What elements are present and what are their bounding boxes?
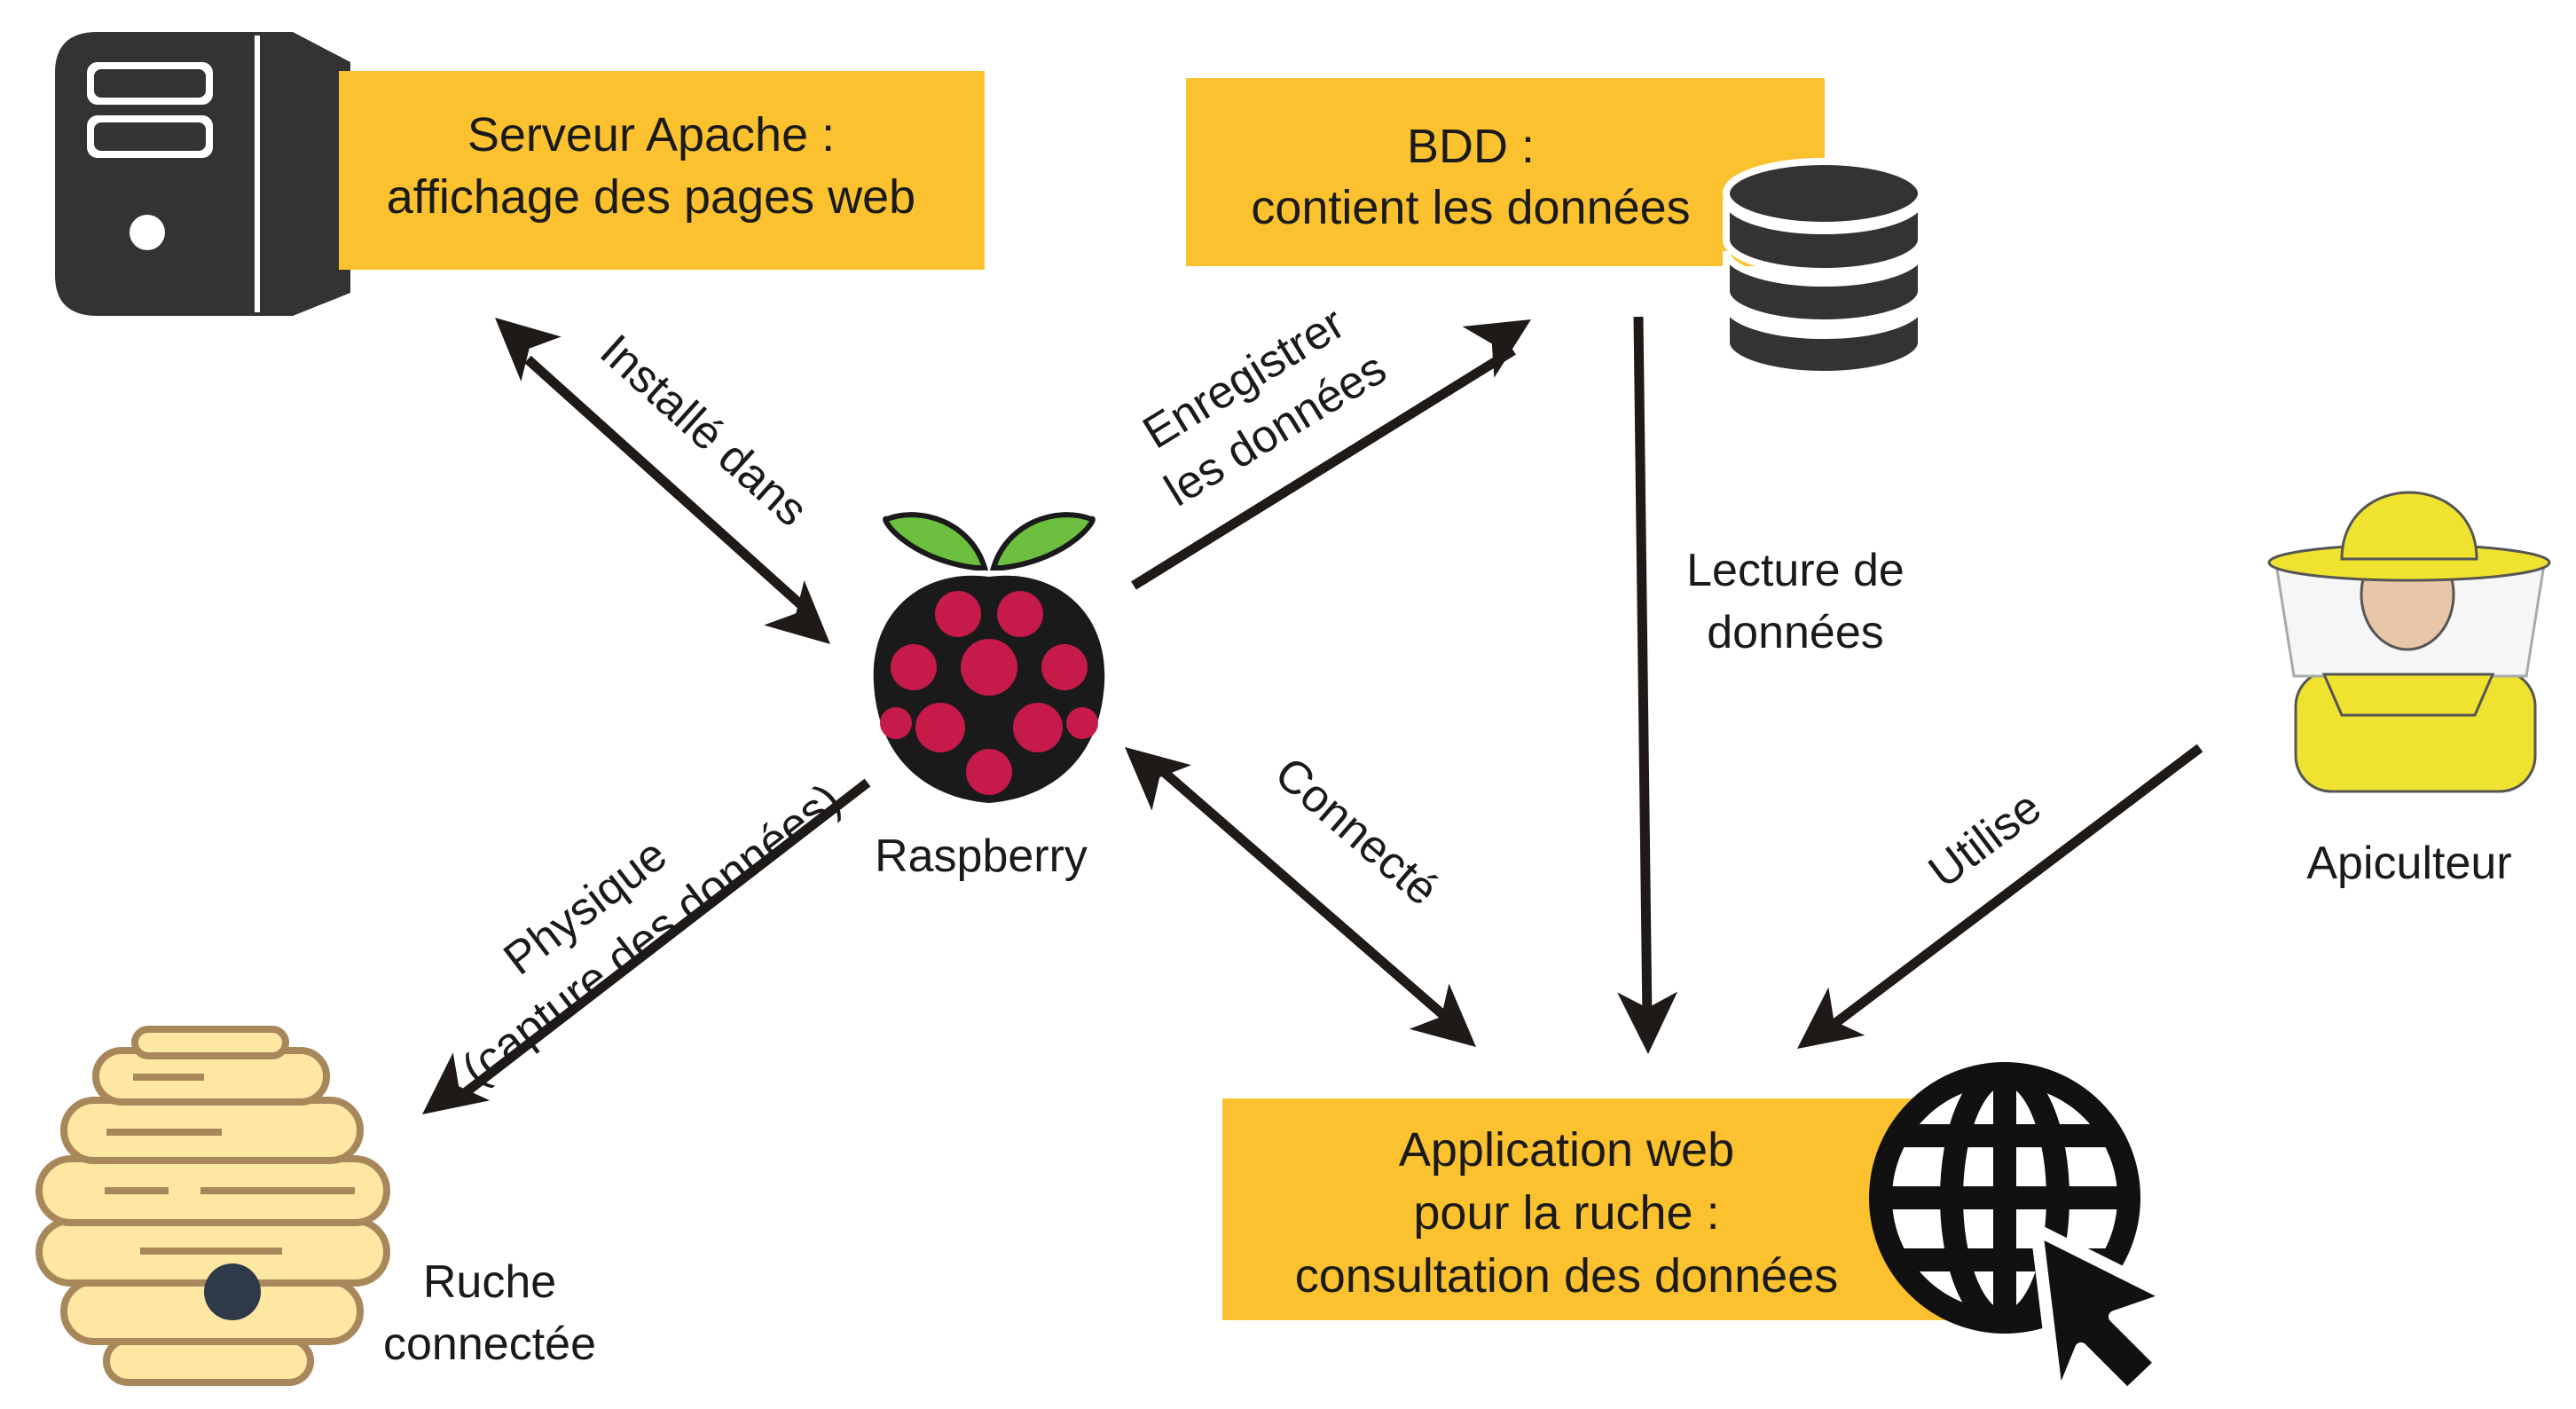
database-icon	[1723, 158, 1925, 378]
app-box-bg	[1222, 1098, 1955, 1320]
raspberry-pi-icon	[873, 512, 1105, 803]
apache-box: Serveur Apache : affichage des pages web	[339, 71, 985, 270]
label-lecture-2: données	[1707, 607, 1884, 658]
apiculteur-label: Apiculteur	[2306, 838, 2511, 889]
arrows	[458, 316, 2203, 1100]
app-line-1: Application web	[1399, 1123, 1734, 1177]
arrowhead-connecte-end	[1409, 983, 1476, 1047]
arrow-lecture	[1633, 316, 1653, 1021]
apache-line-1: Serveur Apache :	[467, 108, 835, 161]
arrowhead-connecte-start	[1125, 747, 1192, 811]
apache-line-2: affichage des pages web	[387, 170, 915, 224]
bdd-box-bg	[1186, 78, 1825, 266]
arrow-enregistrer	[1131, 346, 1516, 590]
bdd-line-1: BDD :	[1407, 120, 1535, 173]
app-line-3: consultation des données	[1295, 1249, 1838, 1303]
bdd-box: BDD : contient les données	[1186, 78, 1825, 266]
apache-box-bg	[339, 71, 985, 270]
arrow-installe	[524, 355, 811, 615]
arrow-physique	[458, 778, 871, 1100]
arrow-connecte	[1160, 767, 1453, 1025]
label-physique: Physique (capture des données)	[452, 774, 850, 1096]
label-installe: Installé dans	[590, 325, 817, 536]
arrowhead-installe-end	[764, 579, 830, 644]
arrowhead-physique	[422, 1052, 491, 1114]
server-icon	[55, 32, 350, 316]
app-box: Application web pour la ruche : consulta…	[1222, 1098, 1955, 1320]
arrowhead-enregistrer	[1462, 319, 1531, 378]
arrow-utilise	[1824, 744, 2203, 1034]
arrowhead-utilise	[1797, 987, 1865, 1049]
ruche-label-1: Ruche	[423, 1256, 556, 1308]
arrowheads	[422, 318, 1865, 1114]
app-line-2: pour la ruche :	[1413, 1186, 1719, 1240]
raspberry-label: Raspberry	[875, 830, 1088, 882]
beekeeper-icon	[2267, 491, 2551, 793]
label-connecte: Connecté	[1265, 747, 1448, 916]
beehive-icon	[35, 1026, 390, 1386]
label-enregistrer: Enregistrer les données	[1135, 297, 1395, 516]
label-lecture-1: Lecture de	[1686, 545, 1905, 596]
globe-cursor-icon	[1869, 1062, 2178, 1409]
arrowhead-installe-start	[495, 318, 562, 382]
ruche-label-2: connectée	[383, 1318, 596, 1370]
bdd-line-2: contient les données	[1251, 181, 1690, 234]
arrowhead-lecture	[1617, 991, 1678, 1054]
